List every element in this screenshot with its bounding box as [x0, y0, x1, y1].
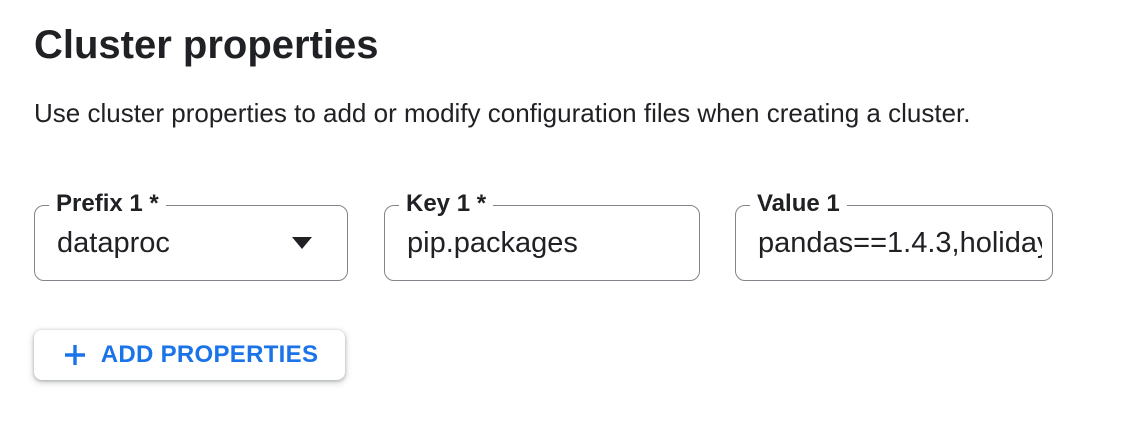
- value-field: Value 1: [735, 190, 1053, 281]
- page-description: Use cluster properties to add or modify …: [34, 98, 971, 128]
- cluster-properties-section: Cluster properties Use cluster propertie…: [0, 22, 1122, 432]
- prefix-selected-value: dataproc: [57, 226, 170, 259]
- add-properties-button[interactable]: ADD PROPERTIES: [34, 330, 345, 380]
- prefix-label: Prefix 1 *: [49, 190, 166, 218]
- key-label: Key 1 *: [399, 190, 494, 218]
- property-row: Prefix 1 * dataproc Key 1 * Value 1: [34, 190, 1122, 281]
- add-properties-label: ADD PROPERTIES: [100, 341, 319, 368]
- value-label: Value 1: [750, 190, 847, 218]
- arrow-drop-down-icon[interactable]: [290, 236, 314, 250]
- page-title: Cluster properties: [34, 23, 379, 67]
- key-input[interactable]: [385, 226, 699, 260]
- plus-icon: [61, 341, 89, 369]
- prefix-select[interactable]: Prefix 1 * dataproc: [34, 190, 348, 281]
- key-field: Key 1 *: [384, 190, 700, 281]
- value-input[interactable]: [736, 226, 1052, 260]
